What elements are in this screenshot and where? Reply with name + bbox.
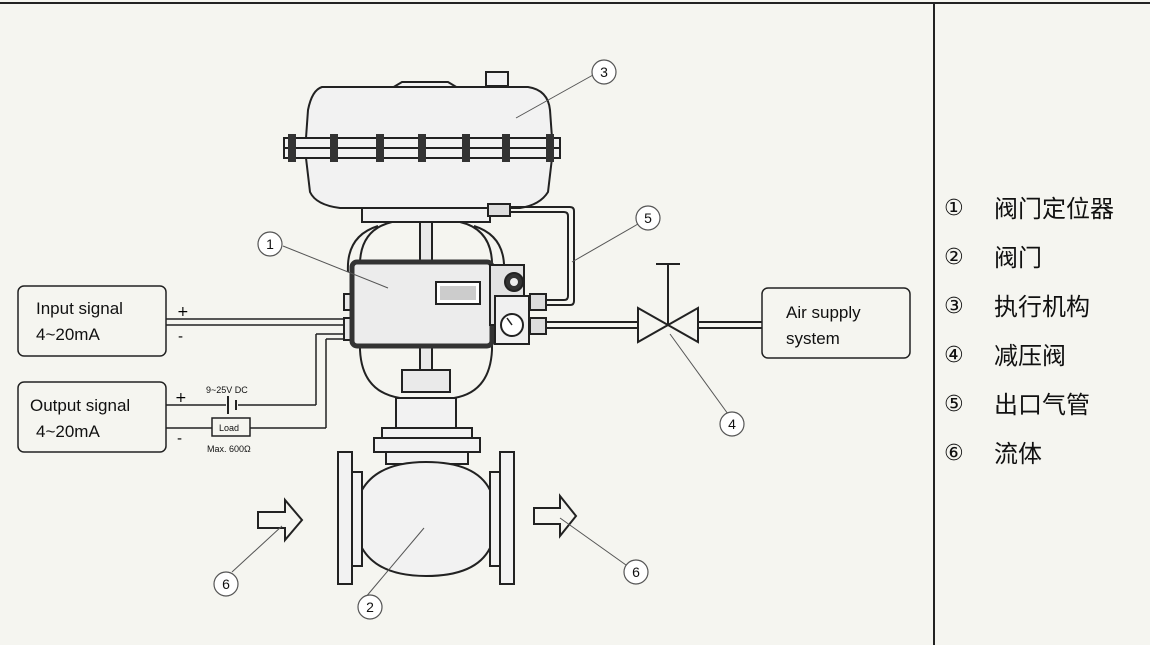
svg-text:6: 6	[222, 576, 230, 592]
positioner	[343, 259, 530, 349]
legend-label: 执行机构	[994, 293, 1090, 321]
legend-label: 阀门定位器	[994, 195, 1114, 223]
pressure-reducing-valve	[637, 263, 699, 344]
svg-text:4~20mA: 4~20mA	[36, 325, 100, 344]
svg-text:system: system	[786, 329, 840, 348]
legend-item: ⑤ 出口气管	[944, 390, 1114, 439]
svg-text:2: 2	[366, 599, 374, 615]
legend-item: ③ 执行机构	[944, 292, 1114, 341]
signal-wiring	[166, 318, 344, 429]
max-load-label: Max. 600Ω	[207, 444, 251, 454]
air-tubing	[487, 203, 575, 335]
svg-text:Input signal: Input signal	[36, 299, 123, 318]
callout-1: 1	[257, 231, 283, 257]
svg-text:3: 3	[600, 64, 608, 80]
input-plus: +	[177, 304, 189, 320]
legend-item: ① 阀门定位器	[944, 194, 1114, 243]
legend-num: ⑤	[944, 392, 964, 417]
input-minus: -	[178, 329, 183, 345]
legend-num: ④	[944, 343, 964, 368]
output-signal-box: Output signal 4~20mA	[17, 381, 167, 453]
legend-item: ④ 减压阀	[944, 341, 1114, 390]
svg-text:5: 5	[644, 210, 652, 226]
callout-3: 3	[591, 59, 617, 85]
output-plus: +	[175, 390, 187, 406]
legend-num: ③	[944, 294, 964, 319]
flow-arrows	[257, 493, 578, 543]
svg-text:1: 1	[266, 236, 274, 252]
pressure-gauge	[500, 313, 524, 337]
load-label: Load	[219, 423, 239, 433]
callout-leaders	[231, 74, 729, 599]
supply-line	[546, 321, 762, 329]
callout-4: 4	[719, 411, 745, 437]
callout-2: 2	[357, 594, 383, 620]
actuator-bolts	[288, 134, 554, 162]
legend-item: ② 阀门	[944, 243, 1114, 292]
svg-text:4: 4	[728, 416, 736, 432]
svg-text:4~20mA: 4~20mA	[36, 422, 100, 441]
legend-label: 出口气管	[994, 391, 1090, 419]
output-minus: -	[177, 431, 182, 447]
legend-num: ⑥	[944, 441, 964, 466]
legend: ① 阀门定位器 ② 阀门 ③ 执行机构 ④ 减压阀 ⑤ 出口气管 ⑥ 流体	[944, 194, 1114, 488]
input-signal-box: Input signal 4~20mA	[17, 285, 167, 357]
legend-num: ②	[944, 245, 964, 270]
callout-5: 5	[635, 205, 661, 231]
callout-6-right: 6	[623, 559, 649, 585]
valve-body	[337, 427, 515, 585]
legend-label: 流体	[994, 440, 1042, 468]
svg-text:Air supply: Air supply	[786, 303, 861, 322]
callout-6-left: 6	[213, 571, 239, 597]
load-resistor	[211, 417, 251, 437]
dc-label: 9~25V DC	[206, 385, 248, 395]
legend-item: ⑥ 流体	[944, 439, 1114, 488]
air-supply-box: Air supply system	[761, 287, 911, 359]
legend-num: ①	[944, 196, 964, 221]
svg-text:Output signal: Output signal	[30, 396, 130, 415]
svg-text:6: 6	[632, 564, 640, 580]
legend-label: 阀门	[994, 244, 1042, 272]
legend-label: 减压阀	[994, 342, 1066, 370]
